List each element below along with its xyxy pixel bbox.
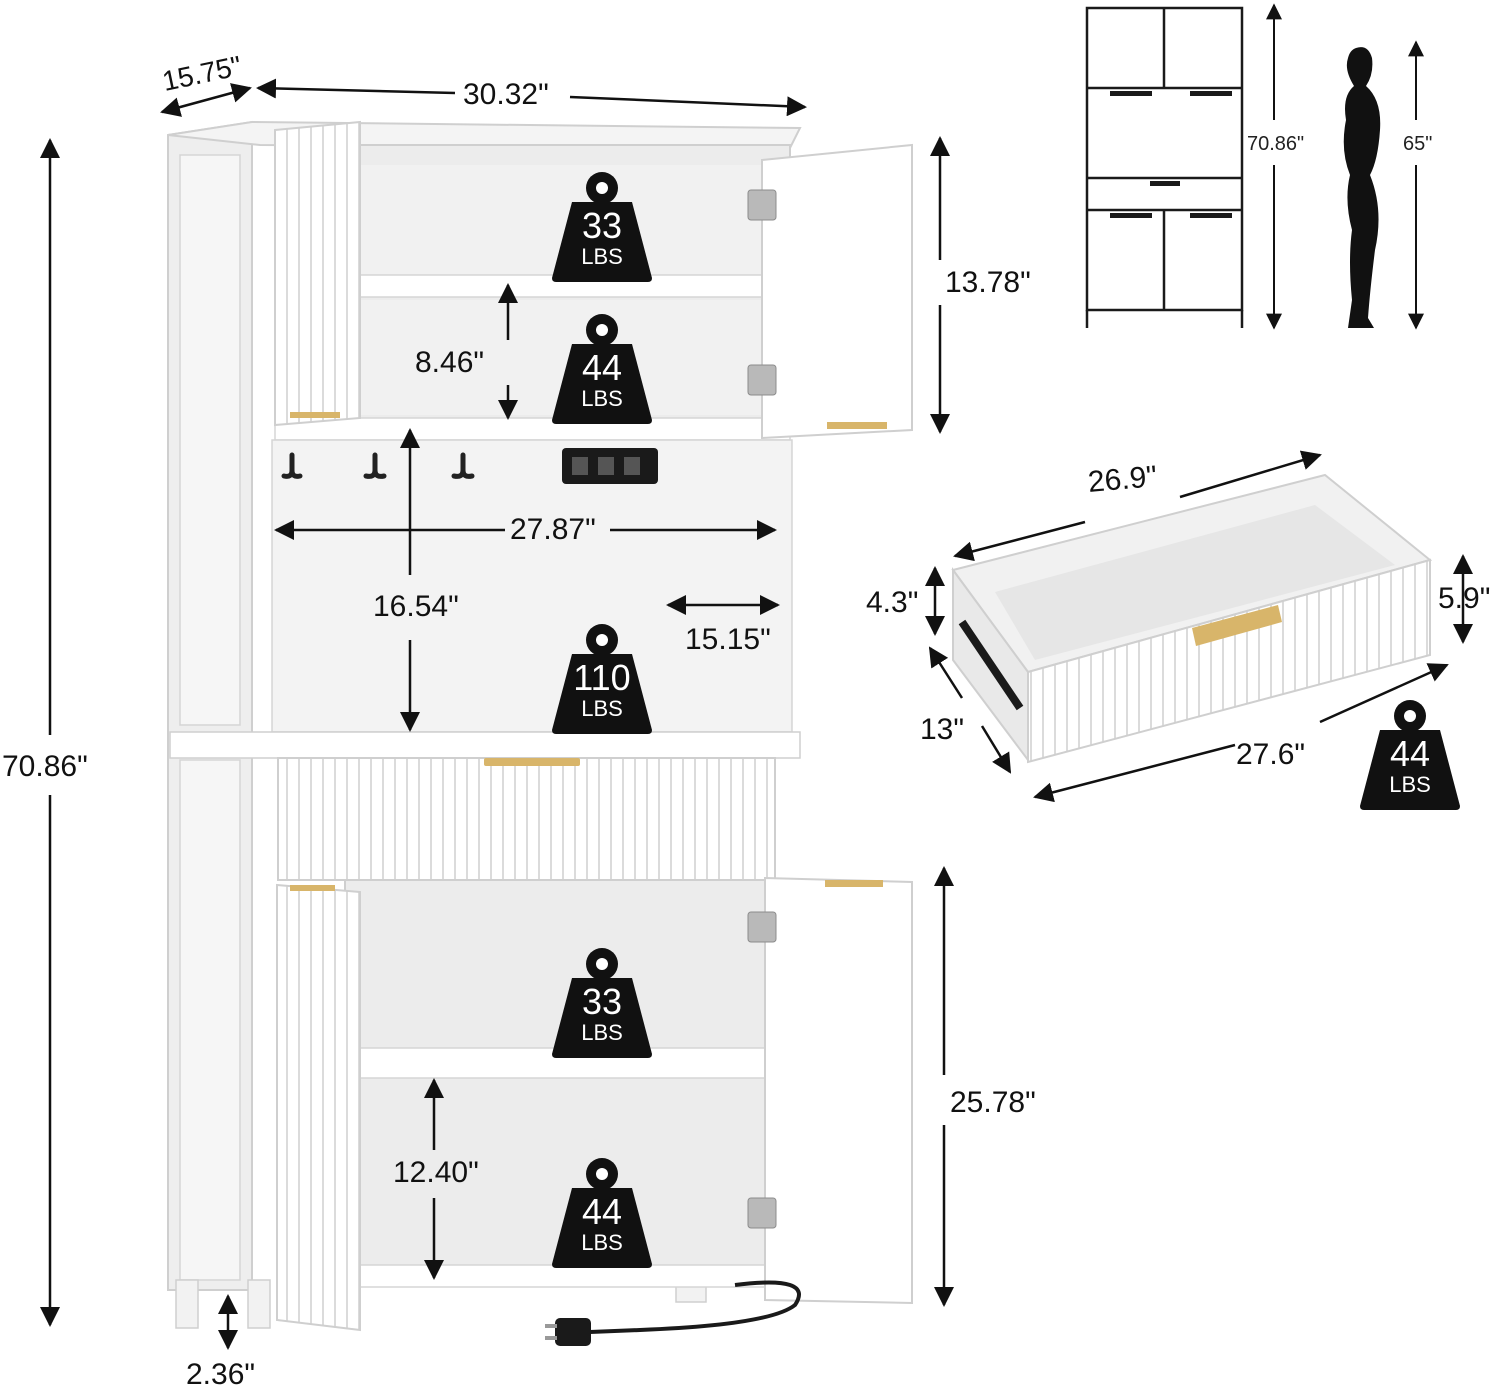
drawer-detail-handle [1192,605,1282,646]
open-height-label: 16.54" [373,590,459,623]
load-unit: LBS [581,1230,623,1255]
load-unit: LBS [1389,772,1431,797]
load-value: 44 [581,347,623,388]
load-unit: LBS [581,1020,623,1045]
drawer-inner-width-label: 26.9" [1086,460,1159,499]
person-silhouette-icon [1343,47,1381,328]
open-depth-label: 15.15" [685,623,771,656]
drawer-handle [484,758,580,766]
load-unit: LBS [581,244,623,269]
load-value: 44 [581,1191,623,1232]
upper-right-door-handle [827,422,887,429]
dimension-arrows [40,78,954,1350]
door-hinges [747,189,777,1229]
top-shelf-gap-label: 8.46" [415,346,485,379]
comparison-cabinet-height-label: 70.86" [1247,133,1305,155]
upper-right-door [761,143,913,440]
size-comparison [1085,3,1424,330]
drawer-slide-rail [958,619,1024,711]
load-badge-open-shelf: 110 LBS [550,622,654,734]
leg-back-left [247,1279,271,1329]
drawer-outer-width-label: 27.6" [1236,738,1306,771]
lower-right-door-handle [825,880,883,887]
power-plug [555,1318,591,1346]
drawer-depth-label: 13" [920,713,965,746]
load-badge-upper-shelf: 44 LBS [550,312,654,424]
drawer-front [1027,558,1431,764]
load-unit: LBS [581,386,623,411]
load-badge-drawer: 44 LBS [1358,698,1462,810]
weight-icon [1360,700,1460,810]
load-badge-top-shelf: 33 LBS [550,170,654,282]
leg-height-label: 2.36" [186,1358,256,1391]
middle-divider [274,417,791,441]
open-shelf-area [271,439,793,733]
lower-left-door [276,883,361,1332]
upper-left-door [274,120,361,427]
total-height-label: 70.86" [2,750,88,783]
comparison-person-height-label: 65" [1403,133,1433,155]
leg-front-left [175,1279,199,1329]
drawer-front-height-label: 5.9" [1438,582,1491,615]
cabinet-outline-small [1085,6,1244,328]
load-value: 44 [1389,733,1431,774]
bottom-panel [359,1264,766,1288]
load-value: 110 [573,657,631,698]
cabinet-drawer [277,757,776,881]
weight-icon [552,1158,652,1268]
side-inset-lower [179,759,241,1281]
open-shelf-base [169,731,801,759]
bottom-shelf-gap-label: 12.40" [393,1156,479,1189]
open-width-label: 27.87" [510,513,596,546]
load-value: 33 [581,981,623,1022]
load-unit: LBS [581,696,623,721]
upper-left-door-handle [290,412,340,418]
width-label: 30.32" [463,78,549,111]
load-badge-lower-shelf: 33 LBS [550,946,654,1058]
drawer-floor [995,505,1395,660]
coat-hooks [281,452,475,479]
load-badge-bottom-shelf: 44 LBS [550,1156,654,1268]
top-cabinet-height-label: 13.78" [945,266,1031,299]
weight-icon [552,948,652,1058]
power-cord [589,1280,801,1334]
lower-right-door [764,876,913,1305]
side-inset-upper [179,154,241,726]
load-value: 33 [581,205,623,246]
drawer-detail [925,450,1473,803]
drawer-inner-height-label: 4.3" [866,586,919,619]
weight-icon [552,314,652,424]
weight-icon [552,624,652,734]
weight-icon [552,172,652,282]
bottom-cabinet-height-label: 25.78" [950,1086,1036,1119]
lower-left-door-handle [290,885,335,891]
lower-cabinet-interior [344,879,786,1281]
cabinet [167,120,913,1346]
